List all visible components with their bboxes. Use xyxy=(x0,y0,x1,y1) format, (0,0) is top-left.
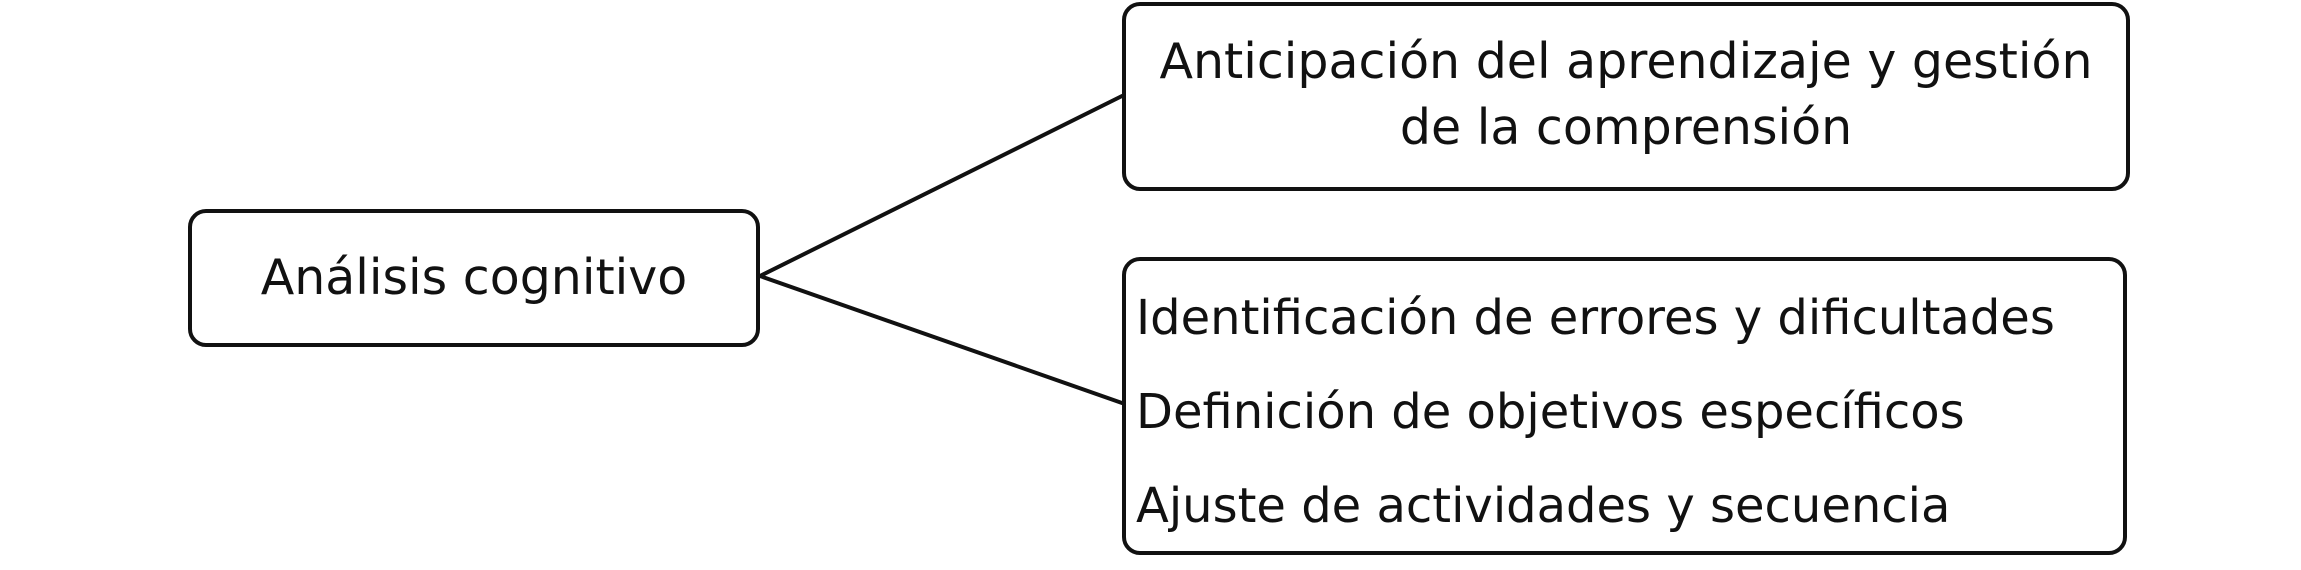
anticipation-node: Anticipación del aprendizaje y gestión d… xyxy=(1122,2,2130,191)
details-node: Identificación de errores y dificultades… xyxy=(1122,257,2127,555)
root-node: Análisis cognitivo xyxy=(188,209,760,347)
connector-to-details xyxy=(758,274,1124,405)
connector-to-anticipation xyxy=(758,94,1124,278)
anticipation-label: Anticipación del aprendizaje y gestión d… xyxy=(1159,32,2093,156)
details-item-errors: Identificación de errores y dificultades xyxy=(1136,290,2055,346)
root-label: Análisis cognitivo xyxy=(260,248,688,306)
details-item-activities: Ajuste de actividades y secuencia xyxy=(1136,478,1951,534)
details-list: Identificación de errores y dificultades… xyxy=(1136,271,2123,551)
details-item-objectives: Definición de objetivos específicos xyxy=(1136,384,1965,440)
